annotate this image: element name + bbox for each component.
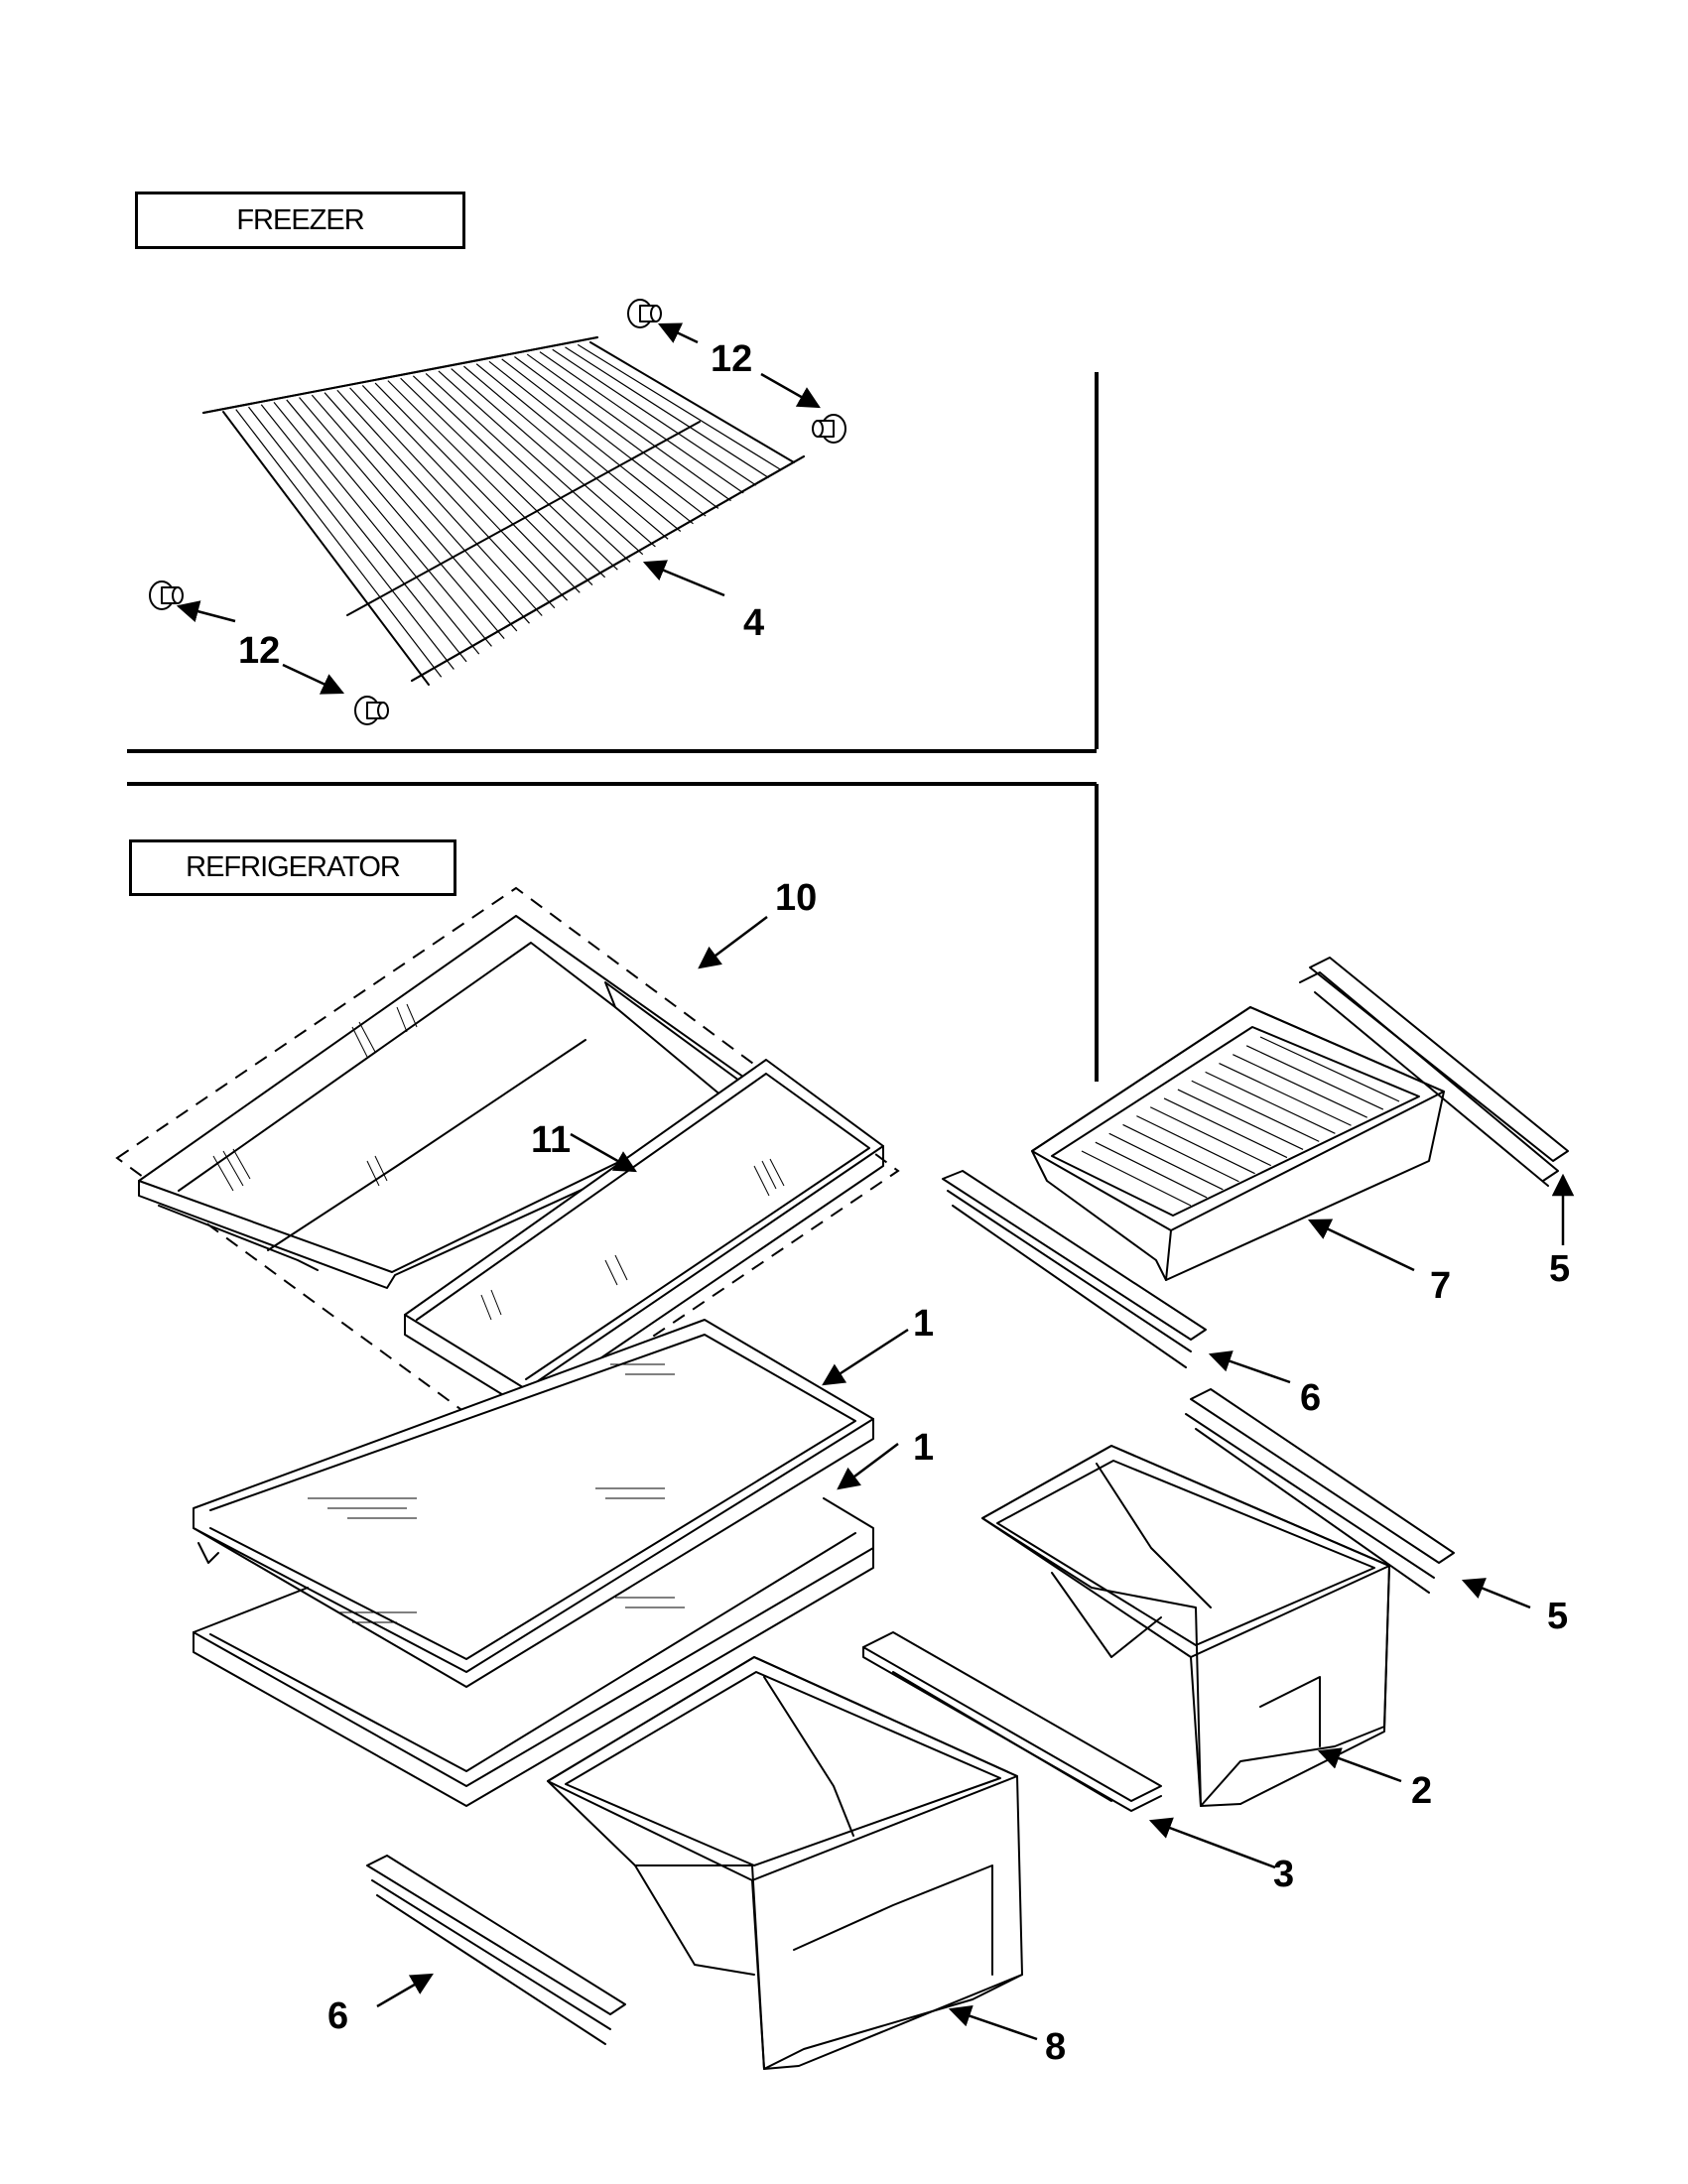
callout-2: 2 <box>1411 1770 1433 1812</box>
glass-shelf-1-upper <box>193 1319 874 1688</box>
callout-12-bottom: 12 <box>238 630 281 672</box>
glass-shelf-1-lower <box>193 1497 874 1807</box>
pan-tray-7 <box>1031 1006 1445 1281</box>
callout-10: 10 <box>775 877 818 919</box>
callout-4: 4 <box>743 602 765 644</box>
callout-3: 3 <box>1273 1854 1295 1895</box>
callout-11: 11 <box>531 1119 572 1161</box>
rail-5-upper <box>1299 957 1569 1187</box>
freezer-wire-shelf <box>202 336 805 686</box>
refrigerator-section-label: REFRIGERATOR <box>129 839 456 896</box>
callout-12-top: 12 <box>711 338 753 380</box>
callout-leaders <box>176 322 1575 2041</box>
callout-7: 7 <box>1430 1265 1452 1307</box>
callout-1-upper: 1 <box>913 1303 935 1345</box>
crisper-drawer-8 <box>547 1656 1023 2070</box>
callout-5-upper: 5 <box>1549 1248 1571 1290</box>
freezer-section-label: FREEZER <box>135 192 465 249</box>
callout-8: 8 <box>1045 2026 1067 2068</box>
shelf-support-icon <box>149 299 846 725</box>
glass-shelf-11 <box>404 1059 884 1410</box>
crisper-drawer-2 <box>981 1445 1390 1807</box>
callout-1-lower: 1 <box>913 1427 935 1469</box>
callout-6-left: 6 <box>327 1995 349 2037</box>
rail-6-left <box>366 1855 626 2045</box>
glass-glare-marks <box>212 1003 785 1623</box>
crisper-cover-3 <box>862 1631 1162 1812</box>
callout-6-right: 6 <box>1300 1377 1322 1419</box>
rail-5-lower <box>1185 1388 1455 1594</box>
shelf-assembly-outline <box>115 886 900 1441</box>
section-dividers <box>127 372 1099 1082</box>
rail-6-right <box>942 1170 1207 1368</box>
callout-5-lower: 5 <box>1547 1596 1569 1637</box>
